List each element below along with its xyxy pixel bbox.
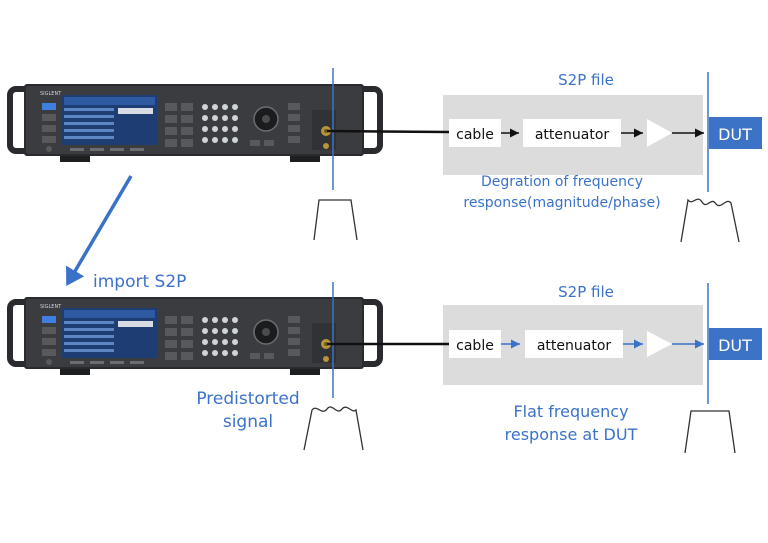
attenuator-label-bottom: attenuator: [537, 338, 612, 354]
caption-bottom-line2: response at DUT: [505, 425, 638, 444]
attenuator-box-top: [523, 119, 621, 147]
amplifier-icon-bottom: [647, 331, 672, 357]
caption-top-line2: response(magnitude/phase): [463, 195, 660, 211]
dut-label-bottom: DUT: [718, 336, 752, 355]
dut-label-top: DUT: [718, 125, 752, 144]
attenuator-label-top: attenuator: [535, 127, 610, 143]
signal-generator-bottom: SIGLENT: [7, 297, 383, 375]
signal-generator-top: SIGLENT: [7, 84, 383, 162]
dut-box-bottom: [709, 328, 762, 360]
caption-top-line1: Degration of frequency: [481, 174, 643, 190]
import-s2p-label: import S2P: [93, 272, 186, 292]
import-arrow: [66, 175, 133, 287]
cable-box-bottom: [449, 330, 501, 358]
amplifier-icon: [647, 119, 672, 147]
spectrum-predistorted-icon: [303, 406, 364, 451]
dut-box-top: [709, 117, 762, 149]
spectrum-clean-icon: [313, 199, 358, 241]
brand-label-bottom: SIGLENT: [40, 304, 62, 310]
spectrum-degraded-icon: [680, 198, 740, 243]
s2p-label-top: S2P file: [558, 71, 614, 89]
predistorted-line2: signal: [223, 412, 273, 432]
cable-label-bottom: cable: [456, 338, 494, 354]
caption-bottom-line1: Flat frequency: [513, 402, 628, 421]
spectrum-flat-icon: [684, 410, 736, 454]
brand-label: SIGLENT: [40, 91, 62, 97]
cable-box-top: [449, 119, 501, 147]
attenuator-box-bottom: [525, 330, 623, 358]
s2p-label-bottom: S2P file: [558, 283, 614, 301]
predistorted-line1: Predistorted: [196, 389, 299, 409]
cable-label-top: cable: [456, 127, 494, 143]
